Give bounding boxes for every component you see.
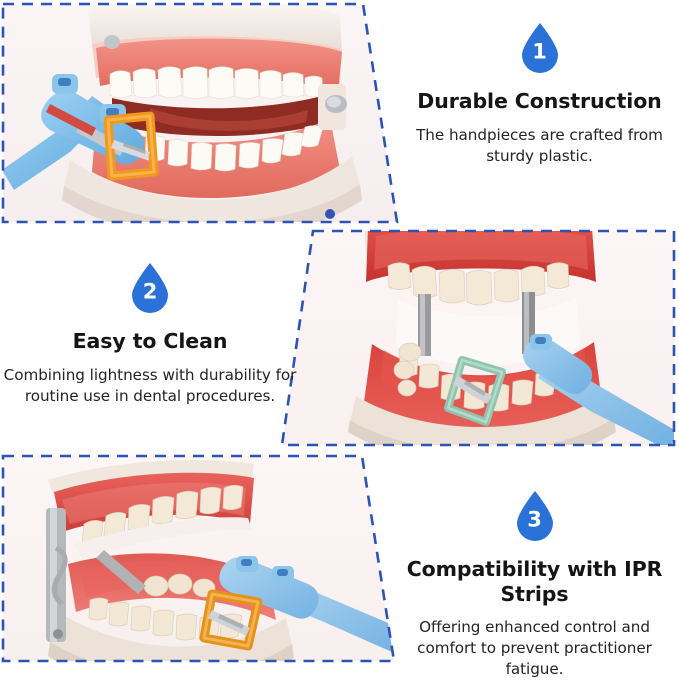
feature-1-title: Durable Construction (417, 89, 662, 113)
feature-1-badge: 1 (402, 22, 677, 79)
photo-2-image (276, 226, 679, 450)
feature-2-badge: 2 (2, 262, 298, 319)
photo-3-image (0, 452, 400, 679)
feature-1-description: The handpieces are crafted from sturdy p… (416, 125, 663, 165)
droplet-shape-icon (516, 491, 553, 541)
feature-2-number: 2 (142, 279, 158, 304)
photo-1-image (0, 0, 402, 228)
droplet-badge-icon: 3 (514, 490, 556, 547)
feature-block-3: 3 Compatibility with IPR Strips Offering… (392, 490, 677, 680)
product-photo-panel-2 (276, 226, 679, 450)
product-photo-panel-1 (0, 0, 402, 228)
panel-2-dashed-border (280, 229, 676, 447)
droplet-shape-icon (521, 23, 558, 73)
feature-2-title: Easy to Clean (72, 329, 228, 353)
photo-2-illustration (280, 229, 676, 447)
feature-2-description: Combining lightness with durability for … (3, 365, 297, 405)
photo-1-illustration (1, 2, 399, 224)
feature-1-number: 1 (532, 39, 547, 64)
feature-3-number: 3 (527, 507, 542, 532)
droplet-badge-icon: 1 (519, 22, 561, 79)
feature-3-title: Compatibility with IPR Strips (406, 557, 663, 606)
droplet-badge-icon: 2 (129, 262, 171, 319)
droplet-shape-icon (132, 263, 168, 313)
feature-block-1: 1 Durable Construction The handpieces ar… (402, 22, 677, 167)
feature-3-badge: 3 (392, 490, 677, 547)
feature-3-description: Offering enhanced control and comfort to… (417, 618, 652, 679)
product-photo-panel-3 (0, 452, 400, 679)
photo-3-illustration (1, 454, 396, 663)
panel-1-dashed-border (1, 2, 399, 224)
feature-block-2: 2 Easy to Clean Combining lightness with… (2, 262, 298, 407)
